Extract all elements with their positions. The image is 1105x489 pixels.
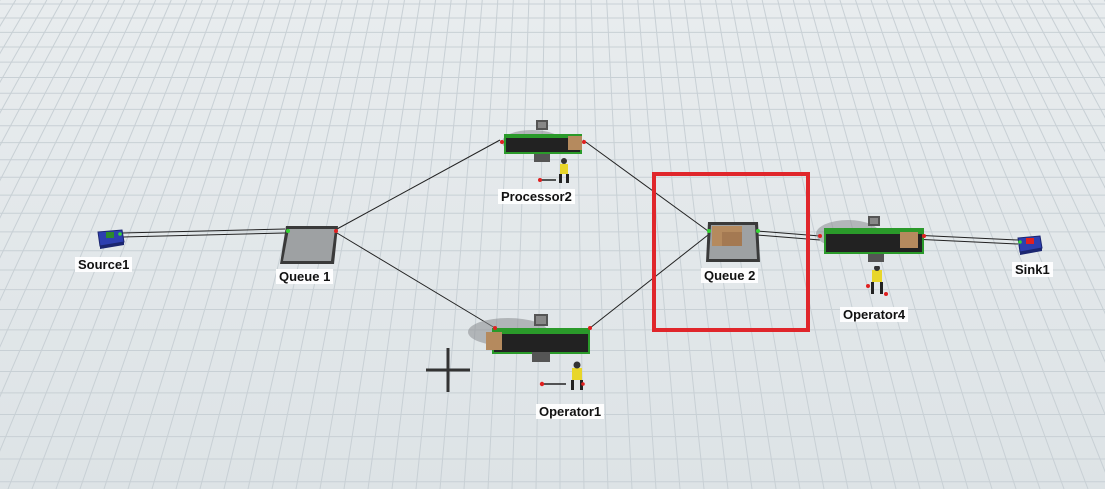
- queue2-label: Queue 2: [701, 268, 759, 283]
- source1-label: Source1: [75, 257, 133, 272]
- connector-processor2-queue2: [582, 139, 709, 232]
- queue1-object[interactable]: [276, 222, 342, 268]
- processor-bottom-object[interactable]: [462, 308, 592, 394]
- source1-object[interactable]: [94, 228, 128, 250]
- processor2-label: Processor2: [498, 189, 575, 204]
- queue2-object[interactable]: [700, 218, 766, 268]
- operator4-object[interactable]: [862, 266, 896, 300]
- connector-source1-queue1-b: [122, 232, 286, 238]
- sink1-label: Sink1: [1012, 262, 1053, 277]
- selection-highlight: [652, 172, 810, 332]
- connector-source1-queue1: [122, 228, 286, 234]
- operator1-label: Operator1: [536, 404, 605, 419]
- sink1-object[interactable]: [1012, 234, 1046, 256]
- connector-processor-bottom-queue2: [589, 234, 709, 329]
- processor2-object[interactable]: [496, 114, 590, 190]
- processor-right-object[interactable]: [812, 212, 928, 266]
- connector-processor-right-sink1-b: [911, 238, 1019, 245]
- connector-queue1-processor2: [336, 139, 501, 230]
- connector-processor-right-sink1: [911, 234, 1019, 241]
- operator4-label: Operator4: [840, 307, 909, 322]
- crosshair-cursor-icon: [426, 348, 470, 392]
- connector-queue1-processor-bottom: [336, 232, 496, 329]
- queue1-label: Queue 1: [276, 269, 334, 284]
- operator1-object[interactable]: [536, 360, 592, 394]
